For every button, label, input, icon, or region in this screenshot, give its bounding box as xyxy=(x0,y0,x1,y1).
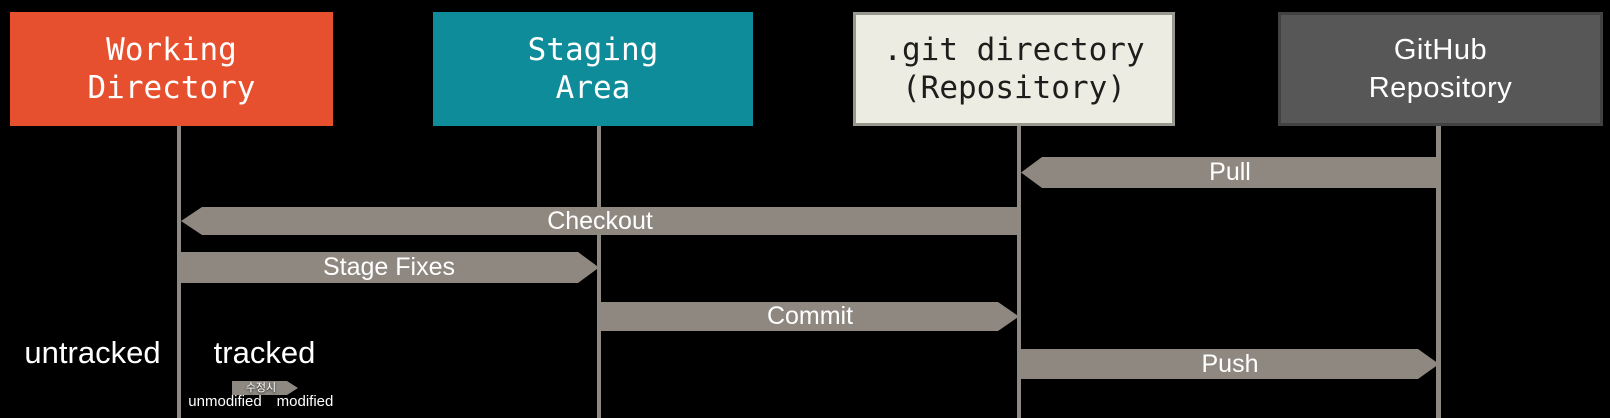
label-tracked: tracked xyxy=(213,335,316,370)
node-working-directory-label: Working Directory xyxy=(87,32,256,106)
arrow-checkout-label: Checkout xyxy=(547,206,653,235)
node-git-directory: .git directory (Repository) xyxy=(853,12,1175,126)
arrow-commit: Commit xyxy=(601,302,1019,331)
label-unmodified: unmodified xyxy=(188,393,262,410)
node-staging-area-label: Staging Area xyxy=(527,32,659,106)
arrow-pull-label: Pull xyxy=(1209,158,1251,186)
arrow-commit-label: Commit xyxy=(766,302,854,330)
arrow-checkout: Checkout xyxy=(181,207,1019,235)
node-github-repository-label: GitHub Repository xyxy=(1368,34,1513,104)
modified-when-badge: 수정시 xyxy=(232,381,298,395)
arrow-push-label: Push xyxy=(1201,349,1259,378)
arrow-stage-fixes-label: Stage Fixes xyxy=(322,253,455,281)
node-working-directory: Working Directory xyxy=(10,12,333,126)
node-github-repository: GitHub Repository xyxy=(1278,12,1603,126)
lifeline-git-directory xyxy=(1017,126,1021,418)
arrow-pull: Pull xyxy=(1021,157,1439,188)
node-staging-area: Staging Area xyxy=(433,12,753,126)
label-untracked: untracked xyxy=(24,335,161,370)
node-git-directory-label: .git directory (Repository) xyxy=(883,32,1145,106)
arrow-stage-fixes: Stage Fixes xyxy=(179,252,599,283)
arrow-push: Push xyxy=(1021,349,1439,379)
lifeline-staging-area xyxy=(597,126,601,418)
label-modified: modified xyxy=(276,393,334,410)
lifeline-github-repository xyxy=(1436,126,1441,418)
